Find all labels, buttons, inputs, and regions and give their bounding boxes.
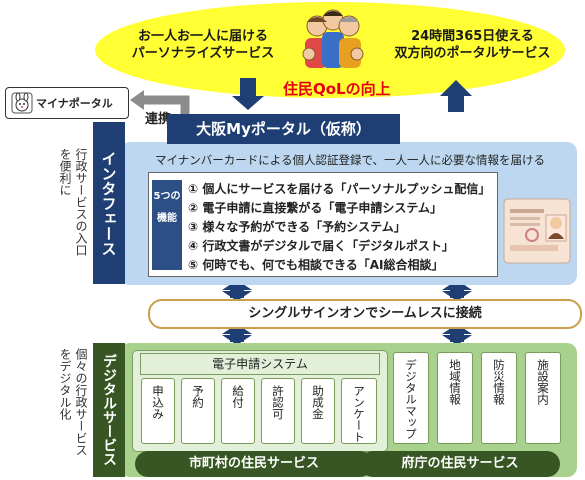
digital-side-note: 個々の行政サービス をデジタル化 (58, 348, 88, 456)
interface-label: インタフェース (93, 122, 125, 284)
service-box-apply: 申込み (141, 378, 175, 444)
service-box-local-info: 地域情報 (437, 352, 473, 444)
my-number-card-image (503, 198, 571, 264)
function-item: ② 電子申請に直接繋がる「電子申請システム」 (188, 201, 442, 215)
service-box-disaster-info: 防災情報 (481, 352, 517, 444)
link-label: 連携 (145, 112, 172, 127)
service-box-digital-map: デジタルマップ (393, 352, 429, 444)
digital-service-label: デジタルサービス (93, 343, 125, 477)
municipal-services-label: 市町村の住民サービス (135, 451, 373, 477)
personalized-service-text: お一人お一人に届ける パーソナライズサービス (131, 29, 275, 61)
mynaportal-mascot-icon (11, 92, 33, 114)
five-functions-label: 5つの 機能 (152, 180, 182, 270)
functions-box (148, 172, 498, 277)
service-box-reserve: 予約 (181, 378, 215, 444)
service-box-permit: 許認可 (261, 378, 295, 444)
mynaportal-box: マイナポータル (5, 87, 129, 119)
service-box-facility-guide: 施設案内 (525, 352, 561, 444)
prefectural-services-label: 府庁の住民サービス (360, 451, 560, 477)
interface-subtitle: マイナンバーカードによる個人認証登録で、一人一人に必要な情報を届ける (155, 153, 545, 167)
single-sign-on-banner: シングルサインオンでシームレスに接続 (148, 299, 582, 329)
qol-title: 住民QoLの向上 (283, 80, 391, 98)
portal-service-text: 24時間365日使える 双方向のポータルサービス (394, 29, 551, 61)
residents-illustration (297, 4, 369, 74)
function-item: ① 個人にサービスを届ける「パーソナルプッシュ配信」 (188, 182, 491, 196)
mynaportal-label: マイナポータル (36, 97, 113, 110)
function-item: ⑤ 何時でも、何でも相談できる「AI総合相談」 (188, 258, 444, 272)
osaka-my-portal-title: 大阪Myポータル（仮称） (167, 114, 400, 144)
service-box-survey: アンケート (341, 378, 377, 444)
function-item: ④ 行政文書がデジタルで届く「デジタルポスト」 (188, 239, 454, 253)
interface-side-note: 行政サービスの入口 を便利に (58, 148, 88, 256)
e-application-title: 電子申請システム (140, 353, 380, 375)
service-box-subsidy: 助成金 (301, 378, 335, 444)
function-item: ③ 様々な予約ができる「予約システム」 (188, 220, 406, 234)
service-box-benefit: 給付 (221, 378, 255, 444)
left-arrow-icon (130, 90, 144, 110)
